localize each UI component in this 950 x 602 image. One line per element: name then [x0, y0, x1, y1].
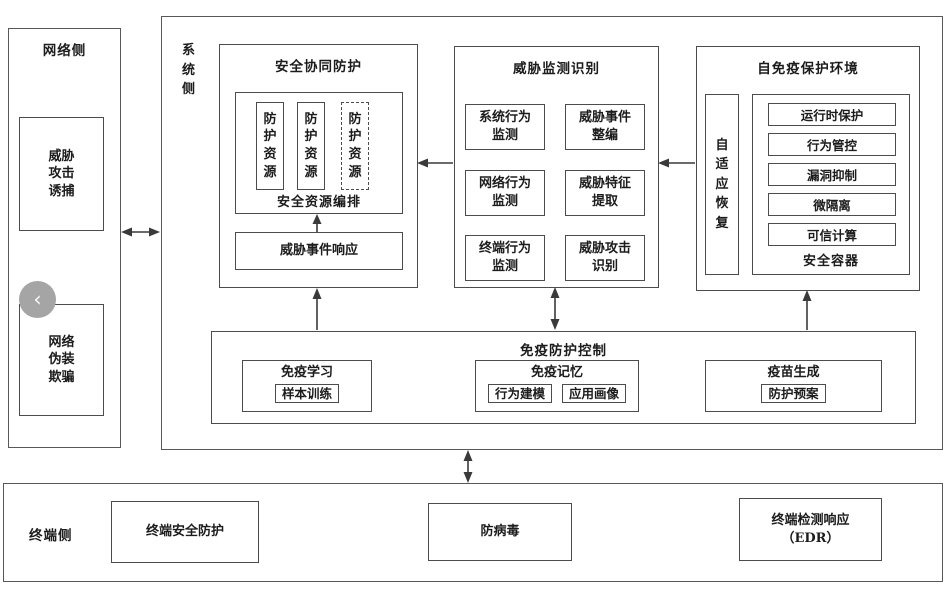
immune-env-title: 自免疫保护环境 — [757, 61, 859, 77]
endpoint-protection-label: 终端安全防护 — [145, 524, 224, 540]
container-item: 行为管控 — [768, 133, 896, 156]
monitor-cell-label: 威胁事件 整编 — [578, 110, 631, 143]
adaptive-recovery-box: 自 适 应 恢 复 — [705, 94, 739, 275]
container-item-label: 行为管控 — [806, 138, 857, 153]
monitor-cell-label: 终端行为 监测 — [478, 241, 531, 274]
app-profiling-chip: 应用画像 — [562, 383, 627, 403]
terminal-panel-title: 终端侧 — [29, 528, 73, 544]
protection-resource-label: 防 护 资 源 — [348, 111, 362, 180]
monitor-cell-label: 系统行为 监测 — [478, 110, 531, 143]
monitor-cell: 威胁事件 整编 — [565, 104, 645, 150]
immune-memory-box: 免疫记忆 行为建模 应用画像 — [475, 360, 639, 412]
network-panel: 网络侧 威胁 攻击 诱捕 网络 伪装 欺骗 — [8, 28, 121, 448]
protection-resource-label: 防 护 资 源 — [304, 111, 318, 180]
network-disguise-box: 网络 伪装 欺骗 — [19, 304, 104, 416]
immune-control-title: 免疫防护控制 — [520, 343, 607, 359]
arrow-left-icon — [417, 156, 453, 170]
double-arrow-horizontal-icon — [121, 225, 160, 239]
monitor-cell-label: 威胁攻击 识别 — [578, 241, 631, 274]
protection-resource-box: 防 护 资 源 — [256, 102, 284, 190]
threat-trap-label: 威胁 攻击 诱捕 — [48, 148, 75, 199]
adaptive-recovery-label: 自 适 应 恢 复 — [715, 137, 729, 231]
monitor-cell: 系统行为 监测 — [465, 104, 545, 150]
immune-memory-title: 免疫记忆 — [530, 365, 583, 380]
system-panel-title: 系 统 侧 — [182, 43, 196, 97]
secure-container-label: 安全容器 — [802, 254, 859, 269]
arrow-up-icon — [800, 290, 814, 330]
immune-env-box: 自免疫保护环境 自 适 应 恢 复 运行时保护 行为管控 漏洞抑制 微隔离 可信 — [696, 46, 920, 291]
arrow-up-icon — [310, 214, 324, 232]
monitor-cell-label: 威胁特征 提取 — [578, 176, 631, 209]
vaccine-generation-box: 疫苗生成 防护预案 — [705, 360, 882, 412]
threat-trap-box: 威胁 攻击 诱捕 — [19, 117, 104, 231]
monitor-cell: 威胁攻击 识别 — [565, 235, 645, 281]
container-item-label: 可信计算 — [806, 228, 857, 243]
double-arrow-vertical-icon — [461, 450, 475, 483]
resource-orchestration-label: 安全资源编排 — [276, 195, 361, 210]
system-panel: 系 统 侧 安全协同防护 防 护 资 源 防 护 资 源 防 护 资 源 安全资… — [161, 16, 943, 450]
arrow-left-icon — [658, 156, 695, 170]
immune-learning-box: 免疫学习 样本训练 — [242, 360, 372, 412]
network-panel-title: 网络侧 — [42, 43, 87, 59]
behavior-modeling-chip: 行为建模 — [487, 383, 552, 403]
protection-resource-label: 防 护 资 源 — [263, 111, 277, 180]
sample-training-chip: 样本训练 — [274, 383, 339, 403]
threat-event-response-label: 威胁事件响应 — [279, 243, 358, 259]
double-arrow-vertical-icon — [548, 287, 562, 330]
container-item-label: 漏洞抑制 — [806, 168, 857, 183]
container-item: 可信计算 — [768, 223, 896, 246]
container-item: 微隔离 — [768, 193, 896, 216]
terminal-panel: 终端侧 终端安全防护 防病毒 终端检测响应 （EDR） — [3, 483, 943, 582]
endpoint-protection-box: 终端安全防护 — [111, 501, 259, 563]
immune-learning-title: 免疫学习 — [280, 365, 333, 380]
edr-box: 终端检测响应 （EDR） — [739, 498, 882, 561]
resource-orchestration-box: 防 护 资 源 防 护 资 源 防 护 资 源 安全资源编排 — [235, 92, 403, 214]
threat-monitor-title: 威胁监测识别 — [513, 61, 600, 77]
threat-monitor-box: 威胁监测识别 系统行为 监测 威胁事件 整编 网络行为 监测 威胁特征 提取 终… — [454, 46, 659, 288]
edr-label: 终端检测响应 （EDR） — [771, 512, 850, 546]
collab-protection-title: 安全协同防护 — [275, 59, 362, 75]
container-item: 运行时保护 — [768, 103, 896, 126]
protection-plan-chip: 防护预案 — [761, 383, 826, 403]
vaccine-generation-title: 疫苗生成 — [767, 365, 820, 380]
collab-protection-box: 安全协同防护 防 护 资 源 防 护 资 源 防 护 资 源 安全资源编排 — [219, 44, 418, 288]
threat-event-response-box: 威胁事件响应 — [235, 232, 403, 270]
monitor-cell: 威胁特征 提取 — [565, 170, 645, 216]
protection-resource-box-dashed: 防 护 资 源 — [341, 102, 369, 190]
network-disguise-label: 网络 伪装 欺骗 — [48, 334, 75, 385]
protection-resource-box: 防 护 资 源 — [297, 102, 325, 190]
antivirus-label: 防病毒 — [480, 524, 520, 540]
container-item-label: 微隔离 — [813, 198, 851, 213]
monitor-cell: 网络行为 监测 — [465, 170, 545, 216]
immune-control-box: 免疫防护控制 免疫学习 样本训练 免疫记忆 行为建模 应用画像 疫苗生成 防护预… — [211, 331, 916, 424]
container-item: 漏洞抑制 — [768, 163, 896, 186]
monitor-cell-label: 网络行为 监测 — [478, 176, 531, 209]
arrow-up-icon — [310, 288, 324, 330]
antivirus-box: 防病毒 — [428, 503, 572, 561]
carousel-prev-button[interactable]: ‹ — [19, 281, 56, 318]
secure-container-box: 运行时保护 行为管控 漏洞抑制 微隔离 可信计算 安全容器 — [752, 94, 910, 275]
monitor-cell: 终端行为 监测 — [465, 235, 545, 281]
container-item-label: 运行时保护 — [800, 108, 864, 123]
